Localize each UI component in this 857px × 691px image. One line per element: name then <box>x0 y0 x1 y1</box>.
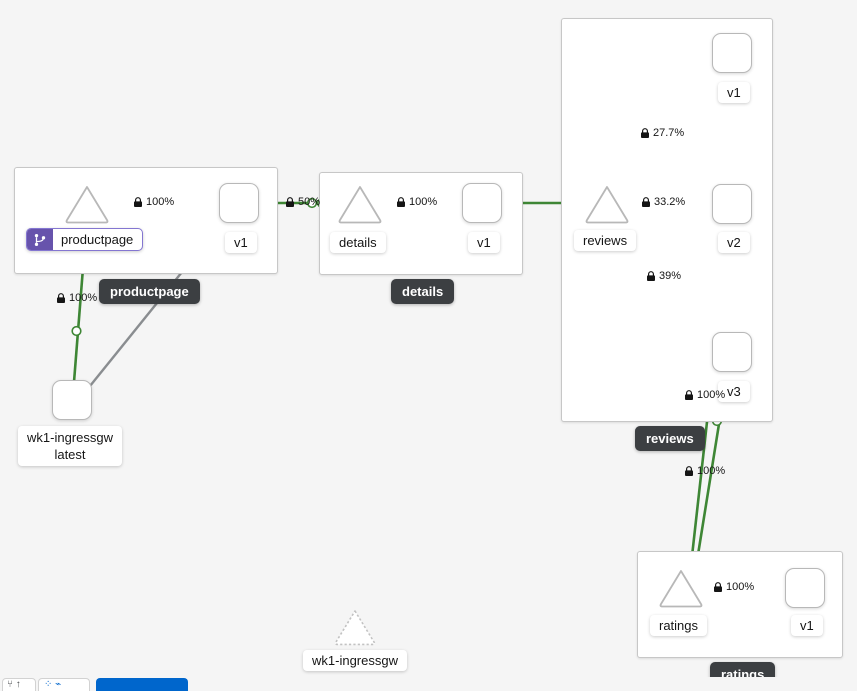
triangle-shape-productpage <box>64 184 110 224</box>
ingressgw-workload-version: latest <box>54 447 86 462</box>
edge-rate-text: 50% <box>298 196 321 208</box>
edge-label-reviews-to-v3[interactable]: 39% <box>646 270 681 282</box>
edge-label-reviews-v2-to-ratings[interactable]: 100% <box>684 389 725 401</box>
toolbar-primary-button[interactable] <box>96 678 188 691</box>
node-productpage-v1[interactable] <box>219 183 259 223</box>
edge-label-productpage-v1-to-details[interactable]: 50% <box>285 196 320 208</box>
lock-icon <box>642 196 650 207</box>
lock-icon <box>641 127 649 138</box>
edge-rate-text: 100% <box>409 196 438 208</box>
virtual-service-icon <box>27 229 53 250</box>
lock-icon <box>647 270 655 281</box>
node-details-service[interactable] <box>337 184 383 224</box>
edge-label-reviews-to-v1[interactable]: 27.7% <box>640 127 684 139</box>
triangle-shape-ingressgw-idle <box>332 607 378 647</box>
box-shape-ingressgw-workload <box>52 380 92 420</box>
edge-label-ratings-svc-to-v1[interactable]: 100% <box>713 581 754 593</box>
lock-icon <box>685 465 693 476</box>
node-reviews-v2[interactable] <box>712 184 752 224</box>
edge-label-reviews-to-v2[interactable]: 33.2% <box>641 196 685 208</box>
node-ratings-service[interactable] <box>658 568 704 608</box>
edge-rate-text: 27.7% <box>653 127 685 139</box>
branch-icon: ⑂ ↑ <box>7 679 21 690</box>
node-label-ingressgw-idle-service[interactable]: wk1-ingressgw <box>303 650 407 671</box>
box-shape-ratings-v1 <box>785 568 825 608</box>
node-label-productpage-service[interactable]: productpage <box>26 228 144 251</box>
lock-icon <box>57 292 65 303</box>
edge-label-gw-to-productpage[interactable]: 100% <box>56 292 97 304</box>
node-reviews-v1[interactable] <box>712 33 752 73</box>
ingressgw-workload-name: wk1-ingressgw <box>27 430 113 445</box>
edge-rate-text: 39% <box>659 270 682 282</box>
group-label-details[interactable]: details <box>391 279 455 304</box>
node-label-reviews-v2[interactable]: v2 <box>718 232 750 253</box>
node-productpage-service[interactable] <box>64 184 110 224</box>
lock-icon <box>714 581 722 592</box>
node-label-reviews-v1[interactable]: v1 <box>718 82 750 103</box>
nodes-icon: ⁘ ⌁ <box>44 679 62 690</box>
toolbar-chip-2[interactable] <box>38 678 90 691</box>
node-label-ratings-service[interactable]: ratings <box>650 615 708 636</box>
edge-label-productpage-svc-to-v1[interactable]: 100% <box>133 196 174 208</box>
lock-icon <box>685 389 693 400</box>
triangle-shape-reviews <box>584 184 630 224</box>
box-shape-reviews-v2 <box>712 184 752 224</box>
node-reviews-v3[interactable] <box>712 332 752 372</box>
node-label-details-v1[interactable]: v1 <box>468 232 500 253</box>
box-shape-reviews-v1 <box>712 33 752 73</box>
edge-rate-text: 33.2% <box>654 196 686 208</box>
node-label-productpage-v1[interactable]: v1 <box>225 232 257 253</box>
node-ratings-v1[interactable] <box>785 568 825 608</box>
bottom-toolbar-sliver: ⑂ ↑ ⁘ ⌁ <box>0 677 857 691</box>
lock-icon <box>134 196 142 207</box>
node-details-v1[interactable] <box>462 183 502 223</box>
node-label-ratings-v1[interactable]: v1 <box>791 615 823 636</box>
node-reviews-service[interactable] <box>584 184 630 224</box>
group-label-productpage[interactable]: productpage <box>99 279 200 304</box>
edge-rate-text: 100% <box>146 196 175 208</box>
edge-rate-text: 100% <box>697 389 726 401</box>
node-label-reviews-v3[interactable]: v3 <box>718 381 750 402</box>
triangle-shape-details <box>337 184 383 224</box>
edge-label-reviews-v3-to-ratings[interactable]: 100% <box>684 465 725 477</box>
edge-label-details-svc-to-v1[interactable]: 100% <box>396 196 437 208</box>
toolbar-chip-1[interactable] <box>2 678 36 691</box>
lock-icon <box>286 196 294 207</box>
box-shape-reviews-v3 <box>712 332 752 372</box>
node-label-details-service[interactable]: details <box>330 232 386 253</box>
box-shape-productpage-v1 <box>219 183 259 223</box>
group-label-reviews[interactable]: reviews <box>635 426 705 451</box>
node-ingressgw-workload[interactable] <box>52 380 92 420</box>
edge-rate-text: 100% <box>69 292 98 304</box>
edge-rate-text: 100% <box>697 465 726 477</box>
lock-icon <box>397 196 405 207</box>
box-shape-details-v1 <box>462 183 502 223</box>
node-ingressgw-idle-service[interactable] <box>332 607 378 647</box>
triangle-shape-ratings <box>658 568 704 608</box>
productpage-service-label-text: productpage <box>61 232 134 247</box>
node-label-reviews-service[interactable]: reviews <box>574 230 637 251</box>
edge-rate-text: 100% <box>726 581 755 593</box>
node-label-ingressgw-workload[interactable]: wk1-ingressgw latest <box>18 426 122 466</box>
